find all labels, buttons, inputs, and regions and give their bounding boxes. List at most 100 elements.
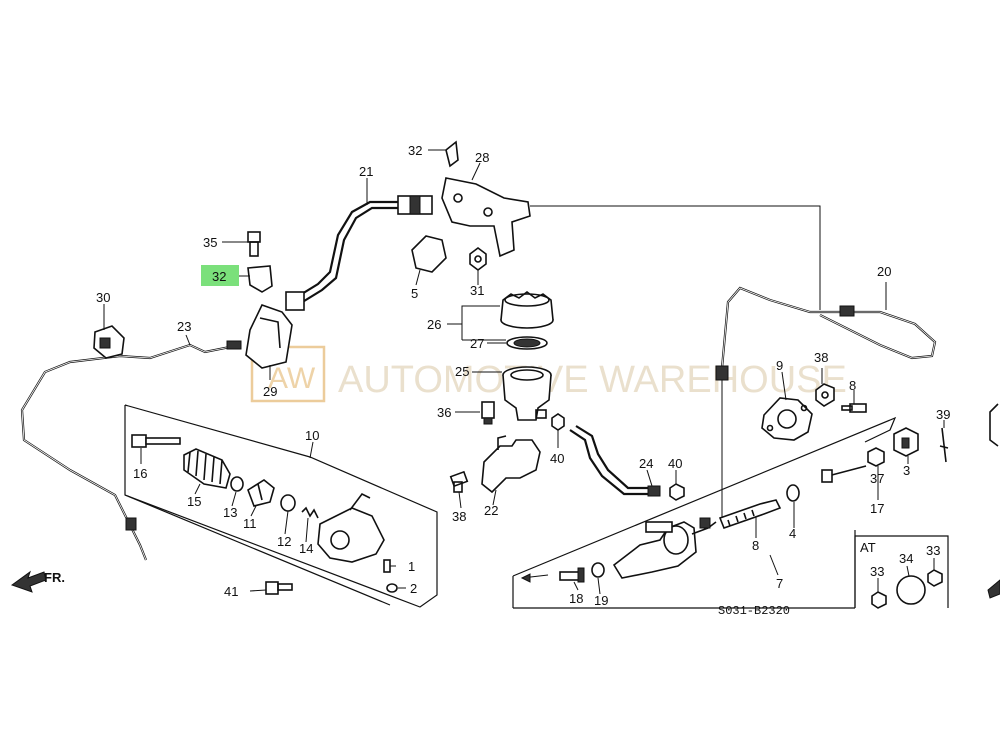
callout-3: 3 (903, 463, 910, 478)
callout-36: 36 (437, 405, 451, 420)
at-inset: AT (854, 535, 949, 609)
callout-34: 34 (899, 551, 913, 566)
callout-38-right: 38 (814, 350, 828, 365)
part-10-slave-cylinder (317, 492, 385, 563)
callout-33-left: 33 (870, 564, 884, 579)
part-24-hose (569, 425, 661, 497)
callout-1: 1 (408, 559, 415, 574)
part-11-piston (247, 479, 275, 507)
part-39-pin (939, 427, 949, 463)
callout-31: 31 (470, 283, 484, 298)
part-15-boot (183, 448, 231, 489)
callouts: 32 28 21 35 32 30 23 29 5 31 26 27 25 36… (96, 143, 950, 608)
part-19-washer (591, 562, 605, 578)
part-31-nut (469, 247, 487, 271)
callout-32-highlighted: 32 (212, 269, 226, 284)
fr-direction-arrow: FR. (10, 570, 65, 593)
part-25-reservoir (502, 366, 552, 421)
callout-37: 37 (870, 471, 884, 486)
callout-4: 4 (789, 526, 796, 541)
callout-25: 25 (455, 364, 469, 379)
part-33-nut-right (927, 569, 943, 587)
callout-33-right: 33 (926, 543, 940, 558)
callout-29: 29 (263, 384, 277, 399)
callout-15: 15 (187, 494, 201, 509)
part-8-bolt-right (841, 403, 867, 413)
part-40-nut-upper (551, 413, 565, 431)
part-18-bolt (559, 567, 585, 583)
callout-12: 12 (277, 534, 291, 549)
part-12-ring (280, 494, 296, 512)
fr-label: FR. (44, 570, 65, 585)
part-3-bushing (893, 427, 919, 457)
callout-35: 35 (203, 235, 217, 250)
part-32-clip-top (445, 140, 459, 168)
callout-9: 9 (776, 358, 783, 373)
callout-40-upper: 40 (550, 451, 564, 466)
part-34-cap (896, 575, 926, 605)
callout-39: 39 (936, 407, 950, 422)
part-21-hose (285, 195, 433, 311)
callout-16: 16 (133, 466, 147, 481)
part-33-nut-left (871, 591, 887, 609)
clutch-pipe-left (20, 340, 242, 561)
part-2-cap (386, 583, 398, 593)
highlight-callout-32 (201, 265, 239, 286)
callout-10: 10 (305, 428, 319, 443)
part-22-bracket (481, 435, 541, 494)
part-4-clip (786, 484, 800, 502)
part-9-gasket (761, 397, 813, 441)
at-label: AT (860, 540, 876, 555)
callout-2: 2 (410, 581, 417, 596)
part-26-reservoir-cap (500, 291, 554, 329)
callout-13: 13 (223, 505, 237, 520)
part-35-bolt (247, 231, 261, 257)
part-8-pushrod (718, 499, 782, 530)
callout-14: 14 (299, 541, 313, 556)
part-38-nut-right (815, 383, 835, 407)
callout-30: 30 (96, 290, 110, 305)
part-7-master-cylinder (612, 517, 717, 579)
callout-18: 18 (569, 591, 583, 606)
part-13-ring (230, 476, 244, 492)
callout-28: 28 (475, 150, 489, 165)
watermark: AW AUTOMOTIVE WAREHOUSE (250, 345, 847, 403)
part-30-clip (93, 325, 125, 359)
callout-5: 5 (411, 286, 418, 301)
callout-32-top: 32 (408, 143, 422, 158)
callout-26: 26 (427, 317, 441, 332)
watermark-text: AUTOMOTIVE WAREHOUSE (338, 359, 847, 401)
callout-17: 17 (870, 501, 884, 516)
part-36-fitting (481, 401, 495, 425)
callout-41: 41 (224, 584, 238, 599)
callout-24: 24 (639, 456, 653, 471)
diagram-code: S031-B2320 (718, 604, 790, 618)
part-5-clip (411, 235, 447, 273)
callout-23: 23 (177, 319, 191, 334)
part-41-bolt (265, 581, 293, 595)
callout-7: 7 (776, 576, 783, 591)
callout-21: 21 (359, 164, 373, 179)
part-16-bolt (131, 434, 181, 448)
callout-27: 27 (470, 336, 484, 351)
edge-fragment-right (989, 403, 999, 447)
callout-40-lower: 40 (668, 456, 682, 471)
callout-8-right: 8 (849, 378, 856, 393)
part-37-bolt (821, 447, 885, 483)
callout-22: 22 (484, 503, 498, 518)
callout-38-lower: 38 (452, 509, 466, 524)
fr-direction-arrow-right (987, 579, 1000, 599)
part-29-bracket (245, 304, 293, 369)
callout-8: 8 (752, 538, 759, 553)
leader-lines (530, 205, 821, 520)
part-14-spring (301, 506, 319, 519)
callout-20: 20 (877, 264, 891, 279)
part-27-seal (506, 336, 548, 350)
callout-11: 11 (243, 516, 257, 531)
callout-19: 19 (594, 593, 608, 608)
part-40-nut-lower (669, 483, 685, 501)
watermark-logo: AW (268, 362, 316, 395)
part-20-pipe (715, 286, 937, 381)
part-38-bolt (449, 470, 469, 493)
